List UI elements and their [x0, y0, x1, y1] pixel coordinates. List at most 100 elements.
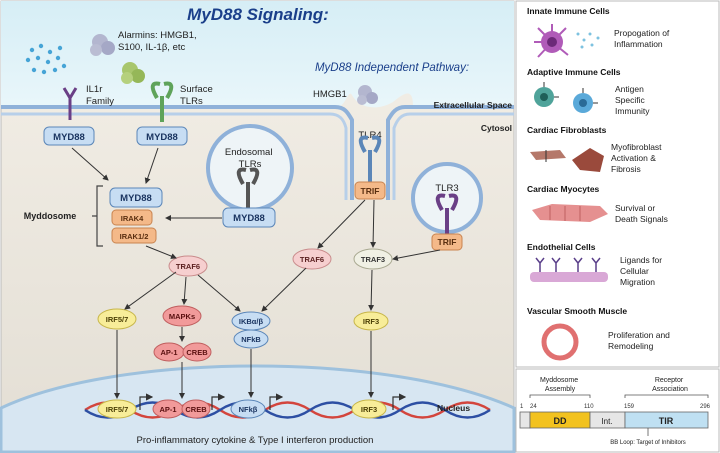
extracellular-label: Extracellular Space — [434, 100, 513, 110]
alarmin-dots-icon — [25, 43, 67, 75]
creb-nuclear-label: CREB — [185, 405, 207, 414]
transcription-arrows — [139, 393, 407, 410]
domain-ticks: 1 24 110 159 296 — [520, 404, 711, 410]
main-pathway-panel: MyD88 Signaling: MyD88 Independent Pathw… — [0, 0, 516, 453]
irf57-nuclear-node — [97, 399, 137, 419]
legend-desc-innate: Propogation of Inflammation — [614, 28, 672, 49]
myd88-box-il1r — [43, 126, 95, 146]
legend-frame — [515, 0, 720, 368]
legend-desc-myocytes: Survival or Death Signals — [615, 203, 668, 224]
domain-panel-frame — [515, 368, 720, 453]
irf3-nuclear-label: IRF3 — [361, 405, 377, 414]
myd88-label-endosomal: MYD88 — [233, 213, 265, 224]
cytosol-label: Cytosol — [481, 123, 512, 133]
irf57-label: IRF5/7 — [106, 315, 129, 324]
irak12-label: IRAK1/2 — [120, 232, 149, 241]
irak4-box — [111, 209, 153, 226]
nfkb-nuclear-label: NFkβ — [239, 405, 258, 414]
tlr3-receptor-icon — [435, 193, 459, 234]
traf3-node — [353, 248, 393, 270]
association-label: Receptor Association — [652, 377, 688, 393]
irak12-box — [111, 227, 157, 244]
tlr4-label: TLR4 — [358, 130, 381, 141]
legend-heading-fibroblasts: Cardiac Fibroblasts — [527, 125, 607, 135]
traf3-label: TRAF3 — [361, 255, 385, 264]
bb-loop-label: BB Loop: Target of Inhibitors — [610, 440, 686, 446]
ikb-label: IKBα/β — [239, 317, 264, 326]
myd88-box-endosomal — [222, 207, 276, 228]
traf6-label-trif: TRAF6 — [300, 255, 324, 264]
adaptive-immune-cell-icon — [534, 82, 598, 113]
trif-label-tlr3: TRIF — [438, 237, 457, 247]
s100-protein-icon — [121, 62, 145, 84]
endosomal-tlr-icon — [236, 167, 260, 208]
irf3-node — [353, 311, 389, 331]
endosomal-tlr-label: Endosomal TLRs — [225, 147, 275, 170]
tlr3-label: TLR3 — [435, 183, 458, 194]
plasma-membrane-inner — [1, 112, 514, 200]
legend-heading-adaptive: Adaptive Immune Cells — [527, 67, 621, 77]
tlr4-receptor-icon — [358, 135, 382, 182]
assembly-label: Myddosome Assembly — [540, 377, 580, 393]
legend-heading-endothelial: Endothelial Cells — [527, 242, 596, 252]
vascular-ring-icon — [541, 323, 579, 361]
nfkb-label: NFkB — [241, 335, 261, 344]
figure-title: MyD88 Signaling: — [187, 5, 329, 24]
trif-box-tlr3 — [431, 233, 463, 251]
myd88-box-myddosome — [109, 187, 163, 208]
trif-box-tlr4 — [354, 181, 386, 200]
irf57-node — [97, 308, 137, 330]
mapks-node — [162, 305, 202, 327]
mapks-label: MAPKs — [169, 312, 195, 321]
traf6-node-myd88 — [168, 255, 208, 277]
independent-pathway-title: MyD88 Independent Pathway: — [315, 62, 469, 74]
trif-label-tlr4: TRIF — [361, 186, 380, 196]
irf57-nuclear-label: IRF5/7 — [106, 405, 129, 414]
nfkb-node — [233, 329, 269, 349]
creb-label: CREB — [186, 348, 208, 357]
nfkb-nuclear-node — [230, 399, 266, 419]
legend-desc-vascular: Proliferation and Remodeling — [608, 330, 672, 351]
plasma-membrane — [1, 105, 514, 200]
cardiac-myocyte-icon — [532, 204, 608, 222]
legend-desc-endothelial: Ligands for Cellular Migration — [620, 255, 664, 287]
bottom-caption: Pro-inflammatory cytokine & Type I inter… — [137, 435, 374, 446]
tir-label: TIR — [659, 416, 674, 426]
surface-tlr-label: Surface TLRs — [180, 84, 215, 107]
il1r-receptor-icon — [62, 87, 78, 120]
pathway-arrows — [71, 147, 441, 399]
innate-immune-cell-icon — [534, 24, 600, 58]
nucleus-label: Nucleus — [437, 403, 470, 413]
creb-node — [182, 342, 212, 362]
irf3-label: IRF3 — [363, 317, 379, 326]
myd88-label-il1r: MYD88 — [53, 132, 85, 143]
ap1-nuclear-label: AP-1 — [159, 405, 176, 414]
cardiac-fibroblast-icon — [530, 148, 604, 172]
legend-heading-myocytes: Cardiac Myocytes — [527, 184, 600, 194]
dna-helix-icon — [84, 401, 491, 419]
legend-heading-innate: Innate Immune Cells — [527, 6, 610, 16]
irf3-nuclear-node — [351, 399, 387, 419]
int-label: Int. — [601, 417, 612, 426]
myd88-box-tlr — [136, 126, 188, 146]
myddosome-label: Myddosome — [24, 211, 77, 221]
dd-label: DD — [554, 416, 567, 426]
irak4-label: IRAK4 — [121, 214, 144, 223]
surface-tlr-icon — [150, 81, 174, 122]
ap1-label: AP-1 — [160, 348, 177, 357]
il1r-label: IL1r Family — [86, 84, 114, 107]
association-bracket — [624, 394, 709, 398]
traf6-label-myd88: TRAF6 — [176, 262, 200, 271]
traf6-node-trif — [292, 248, 332, 270]
legend-heading-vascular: Vascular Smooth Muscle — [527, 306, 627, 316]
myddosome-bracket — [92, 185, 103, 247]
legend-desc-fibroblasts: Myofibroblast Activation & Fibrosis — [611, 142, 664, 174]
creb-nuclear-node — [181, 399, 211, 419]
hmgb1-ligand-icon — [357, 85, 378, 105]
myd88-domain-panel: Myddosome Assembly Receptor Association … — [515, 368, 720, 453]
myd88-label-myddosome: MYD88 — [120, 193, 152, 204]
myd88-label-tlr: MYD88 — [146, 132, 178, 143]
hmgb1-label: HMGB1 — [313, 89, 347, 100]
